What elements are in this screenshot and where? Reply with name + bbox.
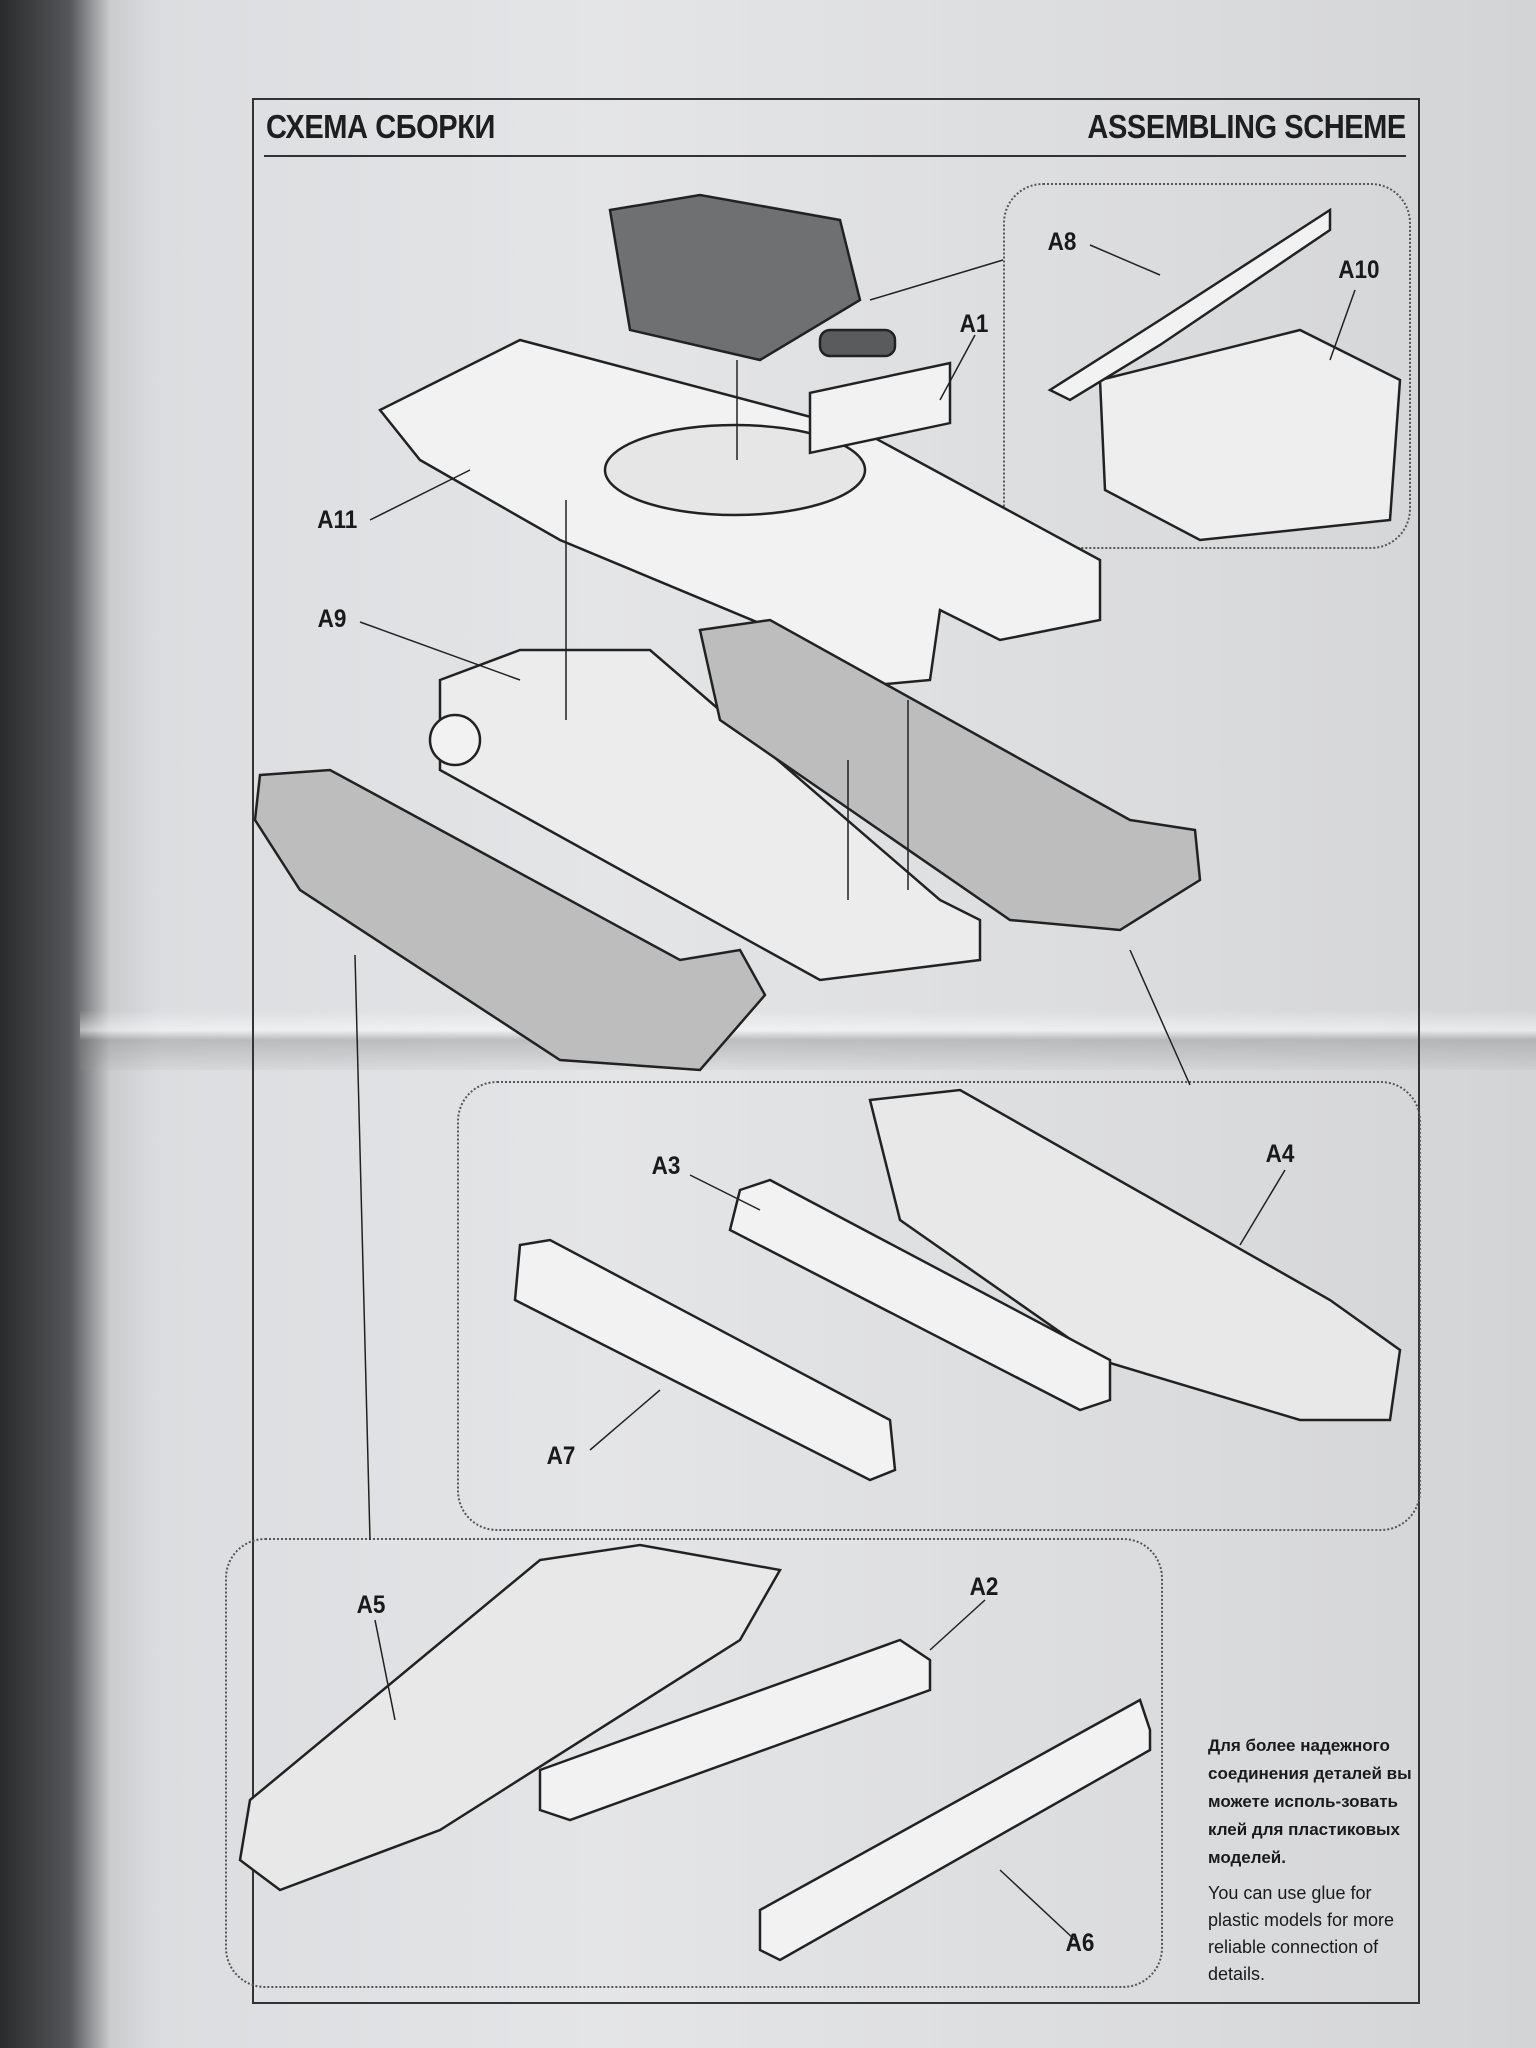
glue-note-russian: Для более надежного соединения деталей в… bbox=[1208, 1736, 1412, 1867]
label-a1: A1 bbox=[959, 310, 989, 338]
glue-note-english: You can use glue for plastic models for … bbox=[1208, 1883, 1395, 1984]
glue-note: Для более надежного соединения деталей в… bbox=[1208, 1732, 1418, 1988]
right-track-drawing bbox=[698, 618, 1202, 932]
hull-bottom-drawing bbox=[438, 648, 982, 982]
part-a7-drawing bbox=[513, 1238, 897, 1482]
right-track-detail-panel bbox=[457, 1081, 1421, 1531]
title-english: ASSEMBLING SCHEME bbox=[1087, 108, 1407, 145]
label-a9: A9 bbox=[317, 605, 347, 633]
label-a2: A2 bbox=[969, 1573, 999, 1601]
label-a7: A7 bbox=[546, 1442, 576, 1470]
label-a8: A8 bbox=[1047, 228, 1077, 256]
label-a5: A5 bbox=[356, 1591, 386, 1619]
label-a10: A10 bbox=[1338, 256, 1380, 284]
part-a3-drawing bbox=[728, 1178, 1112, 1412]
header-rule bbox=[264, 155, 1406, 157]
paper-fold bbox=[80, 1010, 1536, 1070]
part-a5-drawing bbox=[238, 1543, 782, 1892]
label-a11: A11 bbox=[317, 506, 358, 534]
left-track-detail-panel bbox=[225, 1538, 1163, 1988]
part-a2-drawing bbox=[538, 1638, 932, 1822]
part-a4-drawing bbox=[868, 1088, 1402, 1422]
label-a4: A4 bbox=[1265, 1140, 1295, 1168]
turret-drawing bbox=[608, 193, 897, 362]
part-a6-drawing bbox=[758, 1698, 1152, 1962]
turret-detail-panel bbox=[1003, 183, 1411, 549]
label-a3: A3 bbox=[651, 1152, 681, 1180]
title-russian: СХЕМА СБОРКИ bbox=[266, 108, 495, 145]
left-track-drawing bbox=[253, 768, 767, 1072]
label-a6: A6 bbox=[1065, 1929, 1095, 1957]
scheme-frame bbox=[252, 98, 1420, 2004]
